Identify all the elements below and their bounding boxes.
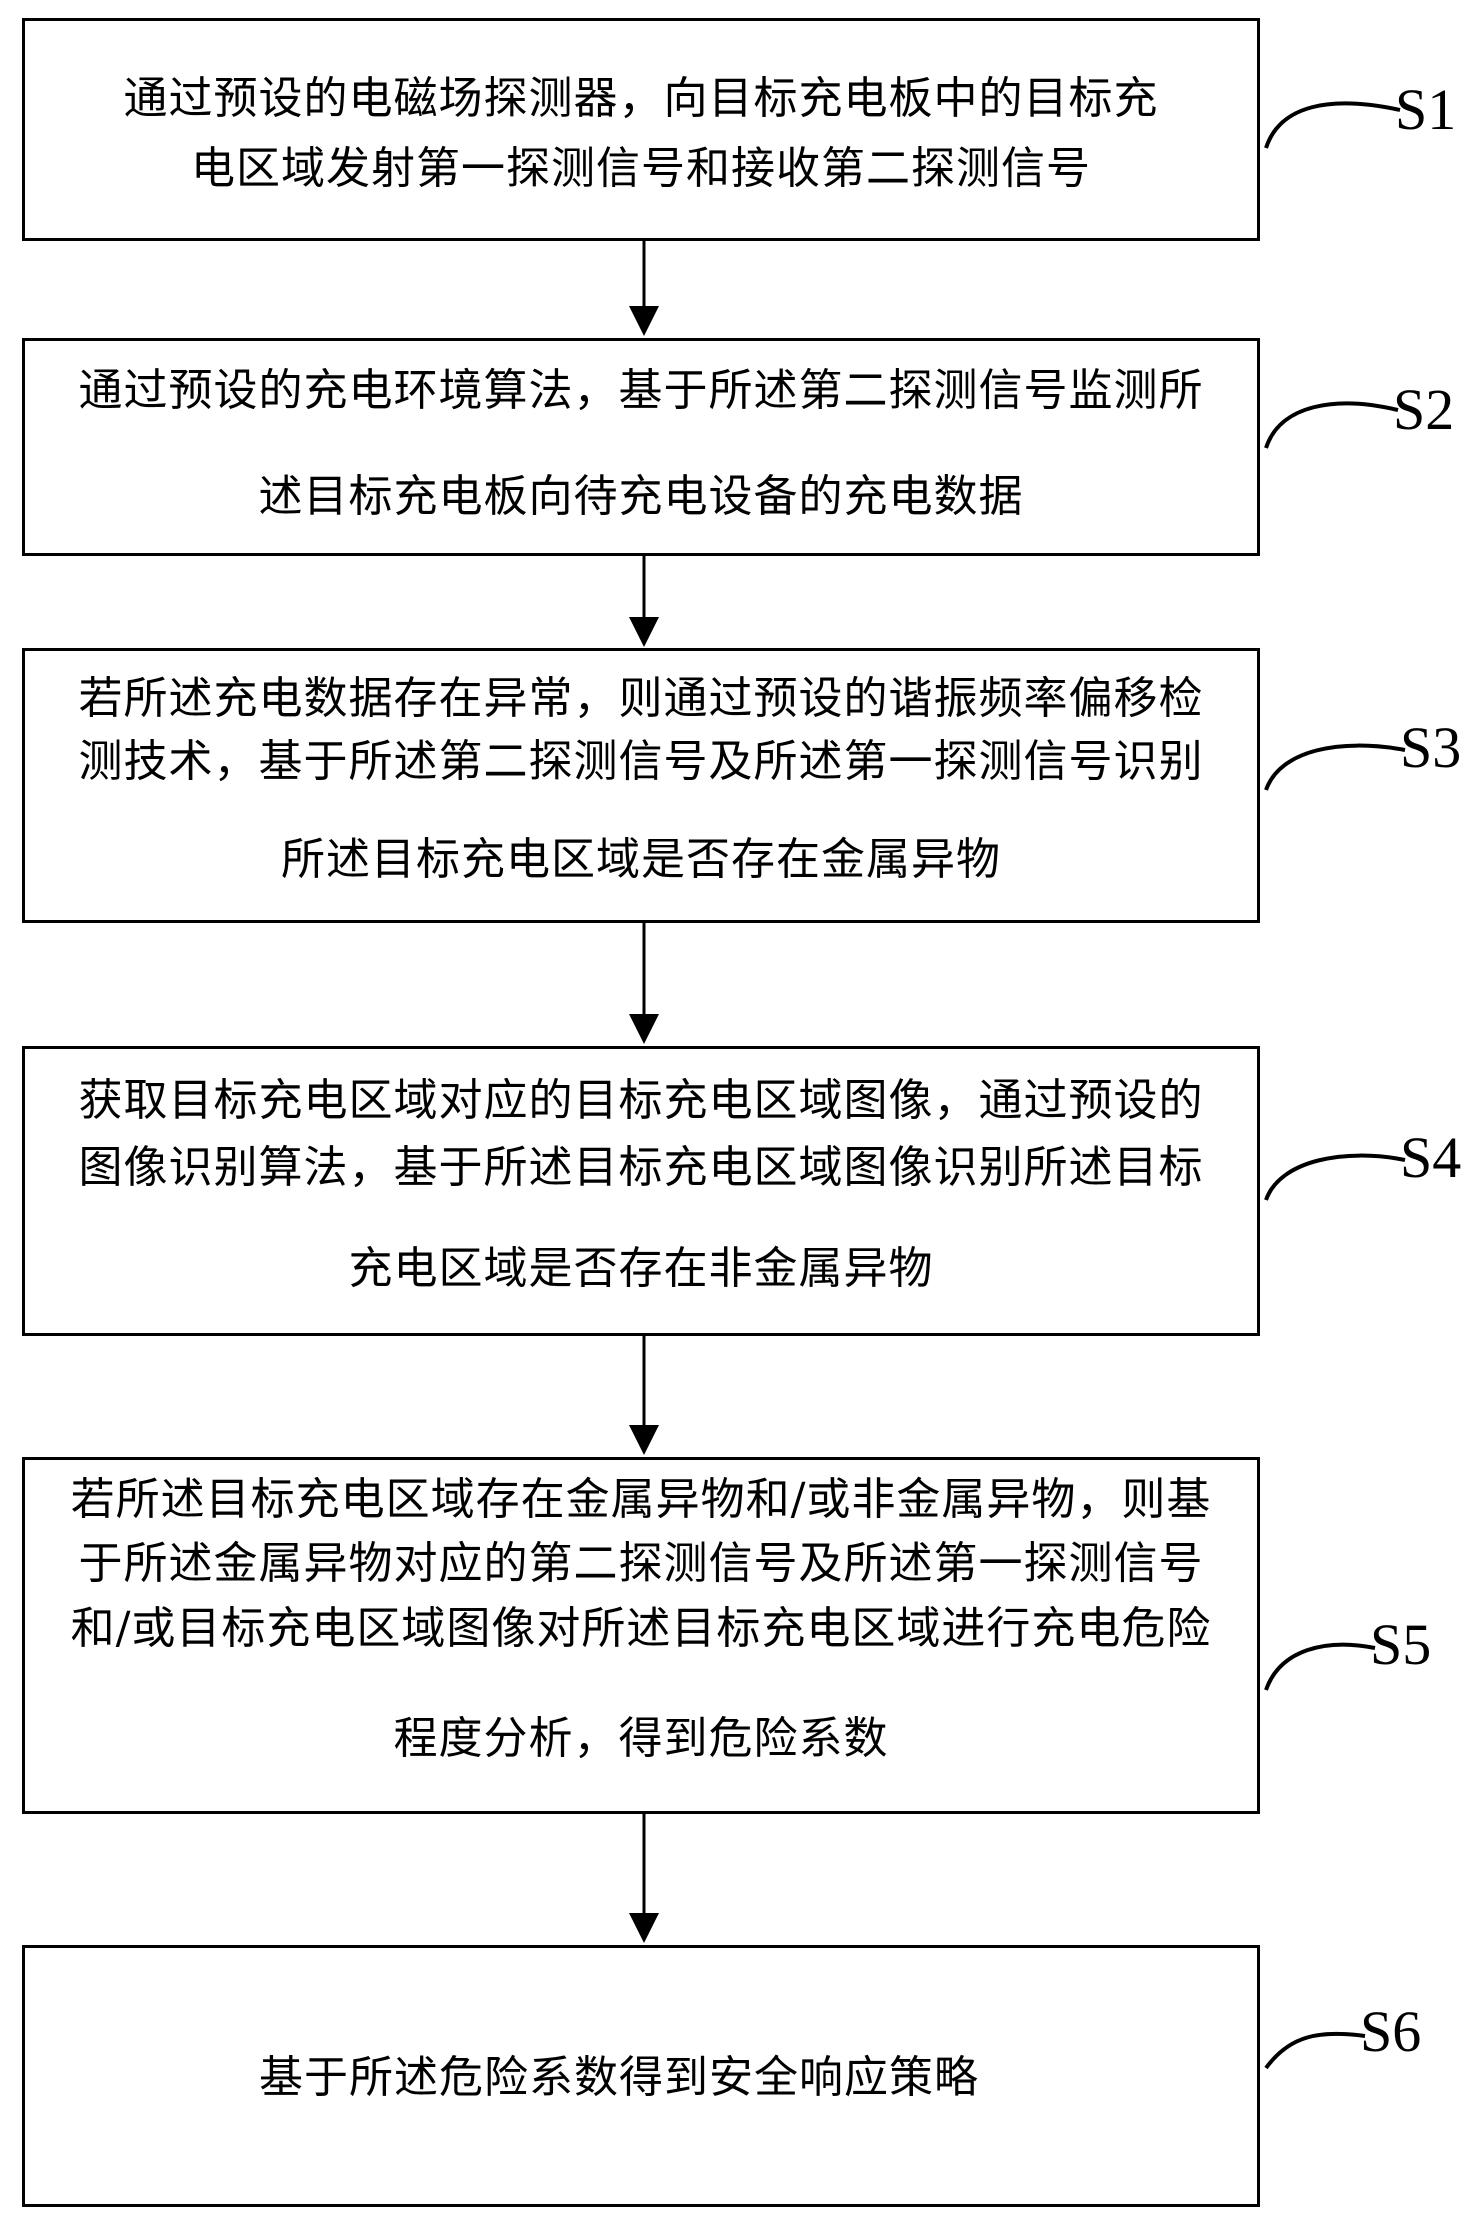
step-box-s2: 通过预设的充电环境算法，基于所述第二探测信号监测所 述目标充电板向待充电设备的充… bbox=[22, 338, 1260, 556]
step-s3-text-line: 所述目标充电区域是否存在金属异物 bbox=[281, 834, 1001, 885]
step-label-s2: S2 bbox=[1393, 377, 1455, 442]
callout-s6 bbox=[1264, 2031, 1366, 2070]
step-s1-text-line: 电区域发射第一探测信号和接收第二探测信号 bbox=[191, 143, 1091, 194]
step-s4-text-line: 图像识别算法，基于所述目标充电区域图像识别所述目标 bbox=[78, 1142, 1204, 1193]
step-label-s6: S6 bbox=[1360, 1999, 1422, 2064]
step-label-s5: S5 bbox=[1370, 1612, 1432, 1677]
step-s3-text-line: 测技术，基于所述第二探测信号及所述第一探测信号识别 bbox=[78, 736, 1204, 787]
callout-s2 bbox=[1264, 401, 1399, 449]
callout-s5 bbox=[1264, 1642, 1376, 1691]
callout-s3 bbox=[1264, 743, 1406, 791]
step-box-s1: 通过预设的电磁场探测器，向目标充电板中的目标充 电区域发射第一探测信号和接收第二… bbox=[22, 18, 1260, 241]
step-s6-text-line: 基于所述危险系数得到安全响应策略 bbox=[259, 2052, 979, 2103]
step-s3-text-line: 若所述充电数据存在异常，则通过预设的谐振频率偏移检 bbox=[78, 673, 1204, 724]
callout-s1 bbox=[1264, 101, 1401, 149]
step-label-s1: S1 bbox=[1395, 77, 1457, 142]
step-s4-text-line: 充电区域是否存在非金属异物 bbox=[348, 1243, 934, 1294]
step-s5-text-line: 若所述目标充电区域存在金属异物和/或非金属异物，则基 bbox=[70, 1474, 1212, 1525]
step-box-s4: 获取目标充电区域对应的目标充电区域图像，通过预设的 图像识别算法，基于所述目标充… bbox=[22, 1046, 1260, 1336]
callout-s4 bbox=[1264, 1153, 1406, 1201]
step-s5-text-line: 和/或目标充电区域图像对所述目标充电区域进行充电危险 bbox=[70, 1603, 1212, 1654]
step-box-s6: 基于所述危险系数得到安全响应策略 bbox=[22, 1945, 1260, 2207]
step-box-s5: 若所述目标充电区域存在金属异物和/或非金属异物，则基 于所述金属异物对应的第二探… bbox=[22, 1457, 1260, 1814]
step-label-s4: S4 bbox=[1400, 1125, 1462, 1190]
step-s5-text-line: 程度分析，得到危险系数 bbox=[393, 1713, 889, 1764]
step-s2-text-line: 述目标充电板向待充电设备的充电数据 bbox=[258, 471, 1024, 522]
step-s5-text-line: 于所述金属异物对应的第二探测信号及所述第一探测信号 bbox=[78, 1538, 1204, 1589]
step-label-s3: S3 bbox=[1400, 715, 1462, 780]
step-box-s3: 若所述充电数据存在异常，则通过预设的谐振频率偏移检 测技术，基于所述第二探测信号… bbox=[22, 648, 1260, 923]
step-s2-text-line: 通过预设的充电环境算法，基于所述第二探测信号监测所 bbox=[78, 365, 1204, 416]
step-s4-text-line: 获取目标充电区域对应的目标充电区域图像，通过预设的 bbox=[78, 1075, 1204, 1126]
step-s1-text-line: 通过预设的电磁场探测器，向目标充电板中的目标充 bbox=[123, 73, 1159, 124]
